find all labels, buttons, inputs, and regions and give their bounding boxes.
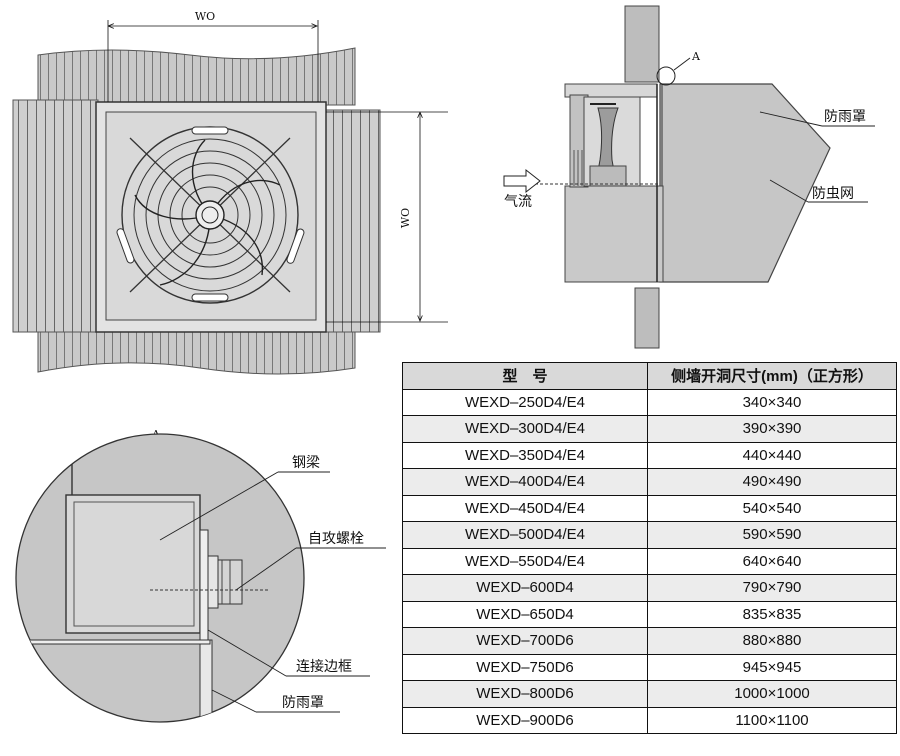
steel-beam-label: 钢梁 [292, 455, 320, 471]
wall-panel-right [324, 109, 381, 333]
rain-hood [659, 83, 831, 283]
cell-model: WEXD–400D4/E4 [402, 468, 648, 496]
cell-model: WEXD–650D4 [402, 600, 648, 628]
dim-width-label: WO [195, 10, 215, 23]
cell-opening-size: 590×590 [647, 521, 897, 549]
detail-a-view: A 钢梁 自攻螺栓 连接边框 防雨罩 [15, 428, 386, 723]
cell-model: WEXD–700D6 [402, 627, 648, 655]
top-view-fan: WO WO [12, 10, 448, 375]
cell-opening-size: 1100×1100 [647, 706, 897, 734]
cell-opening-size: 490×490 [647, 468, 897, 496]
cell-model: WEXD–750D6 [402, 653, 648, 681]
cell-model: WEXD–450D4/E4 [402, 494, 648, 522]
header-opening-size: 侧墙开洞尺寸(mm)（正方形） [647, 362, 897, 390]
cell-model: WEXD–900D6 [402, 706, 648, 734]
fan-hub [195, 200, 225, 230]
detail-rain-hood-label: 防雨罩 [282, 695, 324, 711]
frame-label: 连接边框 [296, 658, 352, 675]
insect-screen-label: 防虫网 [812, 186, 854, 202]
cell-model: WEXD–300D4/E4 [402, 415, 648, 443]
cell-opening-size: 540×540 [647, 494, 897, 522]
dim-height-label: WO [399, 208, 412, 228]
wall-panel-top [37, 47, 356, 106]
airflow-label: 气流 [504, 194, 532, 210]
cell-model: WEXD–500D4/E4 [402, 521, 648, 549]
screw-label: 自攻螺栓 [308, 531, 364, 547]
cell-model: WEXD–550D4/E4 [402, 547, 648, 575]
cell-opening-size: 440×440 [647, 441, 897, 469]
airflow-arrow-icon [503, 168, 541, 194]
cell-opening-size: 945×945 [647, 653, 897, 681]
self-tapping-screw [207, 555, 219, 609]
cell-opening-size: 880×880 [647, 627, 897, 655]
cell-opening-size: 790×790 [647, 574, 897, 602]
detail-a-marker-icon [656, 66, 676, 86]
cell-model: WEXD–250D4/E4 [402, 388, 648, 416]
cell-opening-size: 340×340 [647, 388, 897, 416]
steel-beam [65, 494, 201, 634]
wall-column-top [624, 5, 660, 83]
cell-opening-size: 640×640 [647, 547, 897, 575]
header-model: 型 号 [402, 362, 648, 390]
wall-column-bottom [634, 287, 660, 349]
cell-model: WEXD–600D4 [402, 574, 648, 602]
cell-model: WEXD–800D6 [402, 680, 648, 708]
side-section-view: 气流 A 防雨罩 防虫网 [503, 5, 875, 349]
cell-model: WEXD–350D4/E4 [402, 441, 648, 469]
cell-opening-size: 1000×1000 [647, 680, 897, 708]
fan-housing [564, 185, 664, 283]
cell-opening-size: 390×390 [647, 415, 897, 443]
table-header-row: 型 号 侧墙开洞尺寸(mm)（正方形） [402, 362, 897, 390]
wall-panel-bottom [37, 331, 356, 375]
cell-opening-size: 835×835 [647, 600, 897, 628]
rain-hood-label: 防雨罩 [824, 109, 866, 125]
detail-a-marker: A [691, 50, 701, 63]
wall-panel-left [12, 99, 99, 333]
